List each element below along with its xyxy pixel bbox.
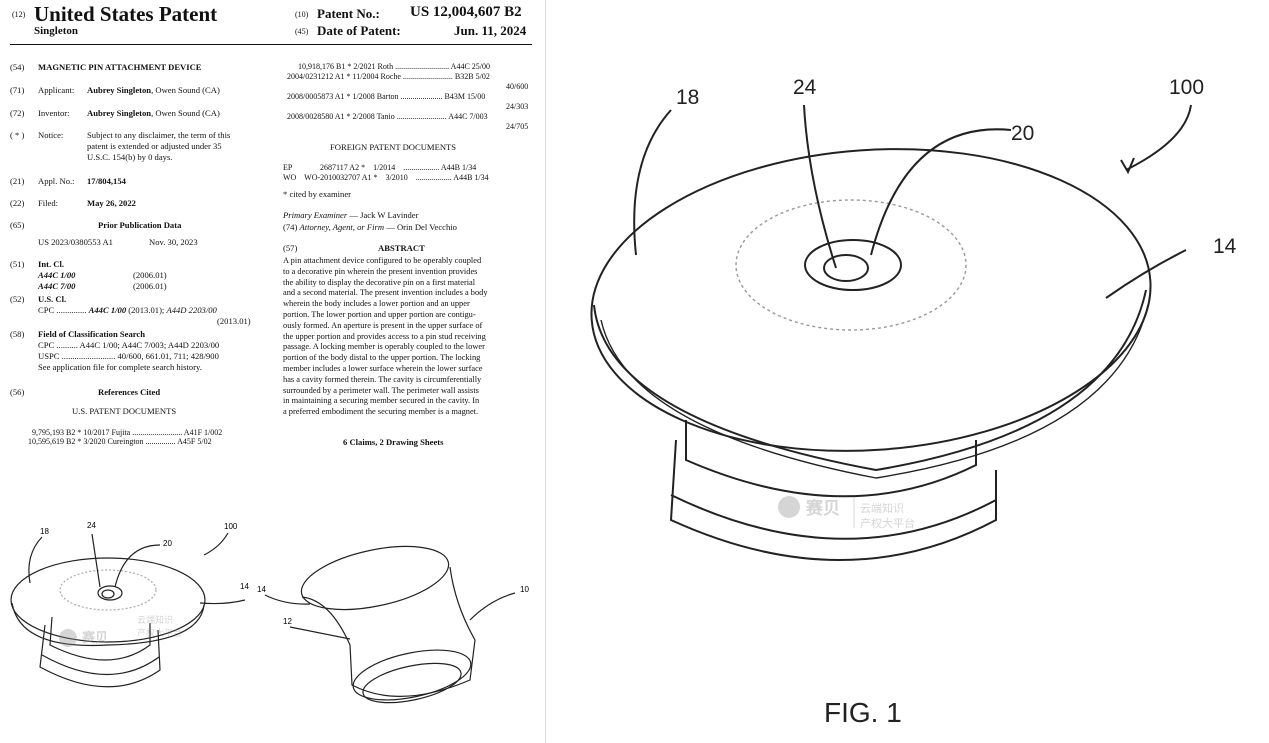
prior-publication-number: US 2023/0380553 A1 xyxy=(38,237,113,247)
fig1-label-20: 20 xyxy=(1011,122,1034,145)
primary-examiner: Primary Examiner — Jack W Lavinder xyxy=(283,210,419,220)
us-cl-heading: U.S. Cl. xyxy=(38,294,67,304)
reference-row: 2004/0231212 A1 * 11/2004 Roche ........… xyxy=(287,72,490,81)
reference-row: 2008/0005873 A1 * 1/2008 Barton ........… xyxy=(287,92,486,101)
reference-row-continuation: 24/303 xyxy=(506,102,529,111)
inid-57: (57) xyxy=(283,243,298,253)
svg-text:赛贝: 赛贝 xyxy=(81,630,108,645)
inventor-label: Inventor: xyxy=(38,108,70,118)
inid-code-12: (12) xyxy=(12,10,26,19)
claims-summary: 6 Claims, 2 Drawing Sheets xyxy=(343,437,444,447)
small-fig-label-20: 20 xyxy=(163,539,172,548)
inid-72: (72) xyxy=(10,108,25,118)
small-fig-label-10: 10 xyxy=(520,585,529,594)
int-cl-year-2: (2006.01) xyxy=(133,281,167,291)
fig1-label-18: 18 xyxy=(676,86,699,109)
attorney: (74) Attorney, Agent, or Firm — Orin Del… xyxy=(283,222,457,232)
reference-row-continuation: 24/705 xyxy=(506,122,529,131)
small-fig-label-14b: 14 xyxy=(257,585,266,594)
svg-text:产权大平台: 产权大平台 xyxy=(137,627,182,638)
date-label: Date of Patent: xyxy=(317,23,401,38)
patent-title: United States Patent xyxy=(34,2,218,26)
applicant-value: Aubrey Singleton, Owen Sound (CA) xyxy=(87,85,220,95)
foreign-reference-row: WO WO-2010032707 A1 * 3/2010 ...........… xyxy=(283,173,489,182)
watermark: 赛贝 云端知识 产权大平台 xyxy=(59,614,182,647)
watermark-logo-icon xyxy=(59,629,77,647)
inventor-value: Aubrey Singleton, Owen Sound (CA) xyxy=(87,108,220,118)
int-cl-year-1: (2006.01) xyxy=(133,270,167,280)
small-fig-label-12: 12 xyxy=(283,617,292,626)
small-fig-label-14: 14 xyxy=(240,582,249,591)
inid-51: (51) xyxy=(10,259,25,269)
fig1-label-100: 100 xyxy=(1169,76,1204,99)
svg-text:产权大平台: 产权大平台 xyxy=(860,516,915,530)
watermark: 赛贝 云端知识 产权大平台 xyxy=(778,496,915,530)
field-search-lines: CPC .......... A44C 1/00; A44C 7/003; A4… xyxy=(38,340,220,372)
svg-text:赛贝: 赛贝 xyxy=(805,498,840,518)
prior-publication-date: Nov. 30, 2023 xyxy=(149,237,198,247)
cited-by-examiner: * cited by examiner xyxy=(283,189,352,199)
reference-row: 2008/0028580 A1 * 2/2008 Tanio .........… xyxy=(287,112,488,121)
inid-58: (58) xyxy=(10,329,25,339)
inid-71: (71) xyxy=(10,85,25,95)
appl-no: 17/804,154 xyxy=(87,176,126,186)
references-heading: References Cited xyxy=(98,387,161,397)
filed-label: Filed: xyxy=(38,198,59,208)
field-search-heading: Field of Classification Search xyxy=(38,329,146,339)
inid-notice: ( * ) xyxy=(10,130,25,140)
us-patent-docs-heading: U.S. PATENT DOCUMENTS xyxy=(72,406,177,416)
inventor-short: Singleton xyxy=(34,25,79,37)
us-cl-year: (2013.01) xyxy=(217,316,251,326)
reference-row: 10,918,176 B1 * 2/2021 Roth ............… xyxy=(298,62,491,71)
patent-front-page: (12) United States Patent Singleton (10)… xyxy=(0,0,545,743)
foreign-reference-row: EP 2687117 A2 * 1/2014 .................… xyxy=(283,163,477,172)
reference-row: 10,595,619 B2 * 3/2020 Cureington ......… xyxy=(28,437,212,446)
patent-no-label: Patent No.: xyxy=(317,6,380,21)
inid-code-10: (10) xyxy=(295,10,309,19)
figure-caption: FIG. 1 xyxy=(824,697,902,728)
reference-row-continuation: 40/600 xyxy=(506,82,529,91)
svg-text:云端知识: 云端知识 xyxy=(137,614,173,625)
int-cl-class-1: A44C 1/00 xyxy=(38,270,76,280)
reference-row: 9,795,193 B2 * 10/2017 Fujita ..........… xyxy=(32,428,223,437)
int-cl-class-2: A44C 7/00 xyxy=(38,281,76,291)
header-rule xyxy=(10,44,532,45)
notice-label: Notice: xyxy=(38,130,64,140)
page-divider xyxy=(545,0,546,743)
filed-date: May 26, 2022 xyxy=(87,198,136,208)
abstract-heading: ABSTRACT xyxy=(378,243,425,253)
inid-21: (21) xyxy=(10,176,25,186)
invention-title: MAGNETIC PIN ATTACHMENT DEVICE xyxy=(38,62,202,72)
watermark-logo-icon xyxy=(778,496,800,518)
patent-date: Jun. 11, 2024 xyxy=(454,23,527,38)
us-cl-cpc: CPC .............. A44C 1/00 (2013.01); … xyxy=(38,305,217,315)
int-cl-heading: Int. Cl. xyxy=(38,259,65,269)
figure-1-drawing: 18 24 20 100 14 FIG. 1 赛贝 云端知识 产权大平台 xyxy=(590,76,1237,728)
svg-text:云端知识: 云端知识 xyxy=(860,501,904,515)
appl-no-label: Appl. No.: xyxy=(38,176,75,186)
inid-56: (56) xyxy=(10,387,25,397)
applicant-label: Applicant: xyxy=(38,85,75,95)
inid-code-45: (45) xyxy=(295,27,309,36)
small-fig-label-100: 100 xyxy=(224,522,238,531)
small-fig-label-24: 24 xyxy=(87,521,96,530)
small-fig-label-18: 18 xyxy=(40,527,49,536)
patent-number: US 12,004,607 B2 xyxy=(410,4,522,20)
prior-publication-heading: Prior Publication Data xyxy=(98,220,182,230)
front-page-drawings: 18 24 20 100 14 14 12 10 赛贝 云端知识 产权大平台 xyxy=(10,521,529,704)
fig1-label-24: 24 xyxy=(793,76,817,99)
inid-54: (54) xyxy=(10,62,25,72)
notice-text: Subject to any disclaimer, the term of t… xyxy=(87,130,231,162)
inid-52: (52) xyxy=(10,294,25,304)
abstract-text: A pin attachment device configured to be… xyxy=(283,256,488,417)
inid-65: (65) xyxy=(10,220,25,230)
foreign-docs-heading: FOREIGN PATENT DOCUMENTS xyxy=(330,142,457,152)
fig1-label-14: 14 xyxy=(1213,235,1237,258)
inid-22: (22) xyxy=(10,198,25,208)
